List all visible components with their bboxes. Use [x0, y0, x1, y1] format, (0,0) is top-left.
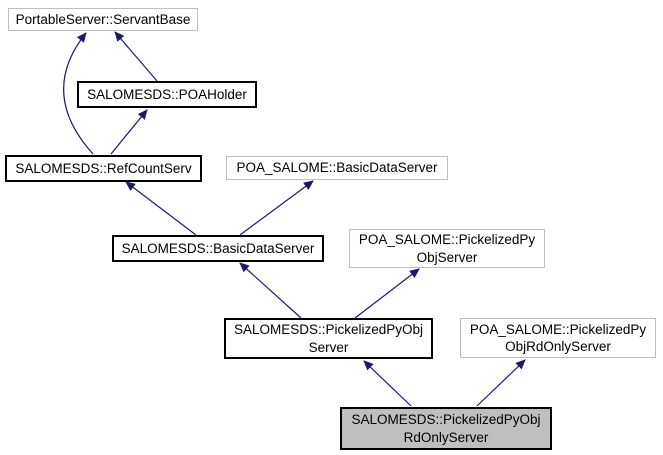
edge-basicdataserver-to-poa-basicdataserver: [239, 180, 314, 236]
edge-basicdataserver-to-refcountserv: [125, 181, 197, 236]
class-node-salomesds-refcountserv[interactable]: SALOMESDS::RefCountServ: [5, 155, 202, 182]
edge-pickelizedpyobjrdonlyserver-to-pickelizedpyobjserver: [363, 360, 412, 407]
class-node-salomesds-poaholder[interactable]: SALOMESDS::POAHolder: [77, 81, 257, 108]
class-node-poa-salome-pickelizedpyobjserver: POA_SALOME::PickelizedPy ObjServer: [349, 229, 545, 268]
class-node-poa-salome-basicdataserver: POA_SALOME::BasicDataServer: [226, 156, 448, 180]
class-node-salomesds-basicdataserver[interactable]: SALOMESDS::BasicDataServer: [112, 235, 324, 262]
edge-pickelizedpyobjserver-to-basicdataserver: [239, 262, 302, 319]
edge-pickelizedpyobjserver-to-poa-pickelizedpyobjserver: [354, 268, 420, 319]
class-node-portableserver-servantbase: PortableServer::ServantBase: [8, 8, 198, 31]
edge-pickelizedpyobjrdonlyserver-to-poa-pickelizedpyobjrdonlyserver: [476, 359, 526, 407]
class-node-salomesds-pickelizedpyobjrdonlyserver-current: SALOMESDS::PickelizedPyObj RdOnlyServer: [340, 407, 552, 450]
class-node-poa-salome-pickelizedpyobjrdonlyserver: POA_SALOME::PickelizedPy ObjRdOnlyServer: [460, 318, 656, 358]
edge-refcountserv-to-servantbase: [63, 32, 94, 155]
class-node-salomesds-pickelizedpyobjserver[interactable]: SALOMESDS::PickelizedPyObj Server: [224, 318, 433, 359]
edge-refcountserv-to-poaholder: [110, 109, 148, 155]
edge-poaholder-to-servantbase: [114, 31, 158, 82]
